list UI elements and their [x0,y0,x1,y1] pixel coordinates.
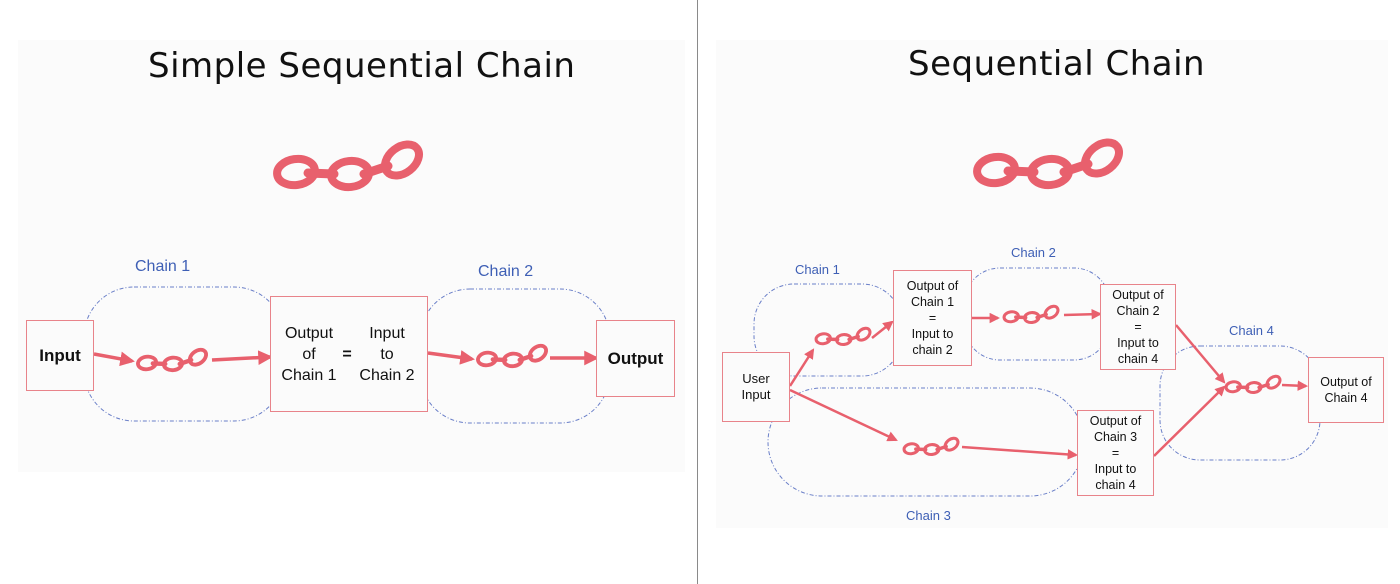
right-title: Sequential Chain [908,44,1206,84]
left-title: Simple Sequential Chain [148,46,576,86]
right-chain1-label: Chain 1 [795,262,840,277]
mid-right-text: Input to Chain 2 [359,324,415,384]
right-chain2-label: Chain 2 [1011,245,1056,260]
left-chain2-label: Chain 2 [478,263,534,280]
output-label: Output [607,348,664,368]
box-output-chain2: Output of Chain 2 = Input to chain 4 [1100,284,1176,370]
left-chain1-label: Chain 1 [135,258,191,275]
right-chain1-icon [814,326,872,347]
right-chain4-label: Chain 4 [1229,323,1274,338]
arrow-input-to-chain1 [93,351,135,367]
arrow-chain2-to-box2 [1063,308,1103,320]
right-chain3-icon [902,436,960,457]
right-chain3-label: Chain 3 [906,508,951,523]
left-chain2-icon [476,343,548,369]
right-chain2-icon [1002,304,1060,325]
right-chain4-icon [1224,374,1282,395]
left-title-chain-icon [273,140,423,192]
user-input-box: User Input [722,352,790,422]
left-chain1-icon [136,347,208,373]
arrow-box2-to-chain4 [1175,324,1226,384]
right-title-chain-icon [973,138,1123,190]
arrow-chain1-to-mid [211,350,273,365]
box-output-chain1: Output of Chain 1 = Input to chain 2 [893,270,972,366]
chain2-group [419,288,611,424]
chain2-group-r [963,267,1111,361]
arrow-chain1-to-box1 [871,320,894,339]
arrow-mid-to-chain2 [427,350,475,365]
arrow-box3-to-chain4 [1153,385,1226,457]
arrow-chain4-to-output [1281,380,1309,391]
box-output-chain4: Output of Chain 4 [1308,357,1384,423]
panel-divider [697,0,698,584]
box-output-chain3: Output of Chain 3 = Input to chain 4 [1077,410,1154,496]
output-box: Output [596,320,675,397]
mid-left-text: Output of Chain 1 [281,324,337,384]
arrow-user-to-chain3 [789,388,898,442]
mid-equals: = [342,345,352,363]
arrow-chain3-to-box3 [961,445,1079,460]
mid-box: Output of Chain 1 = Input to Chain 2 [270,296,428,412]
arrow-user-to-chain1 [788,348,815,387]
input-box: Input [26,320,94,391]
input-label: Input [39,345,81,365]
